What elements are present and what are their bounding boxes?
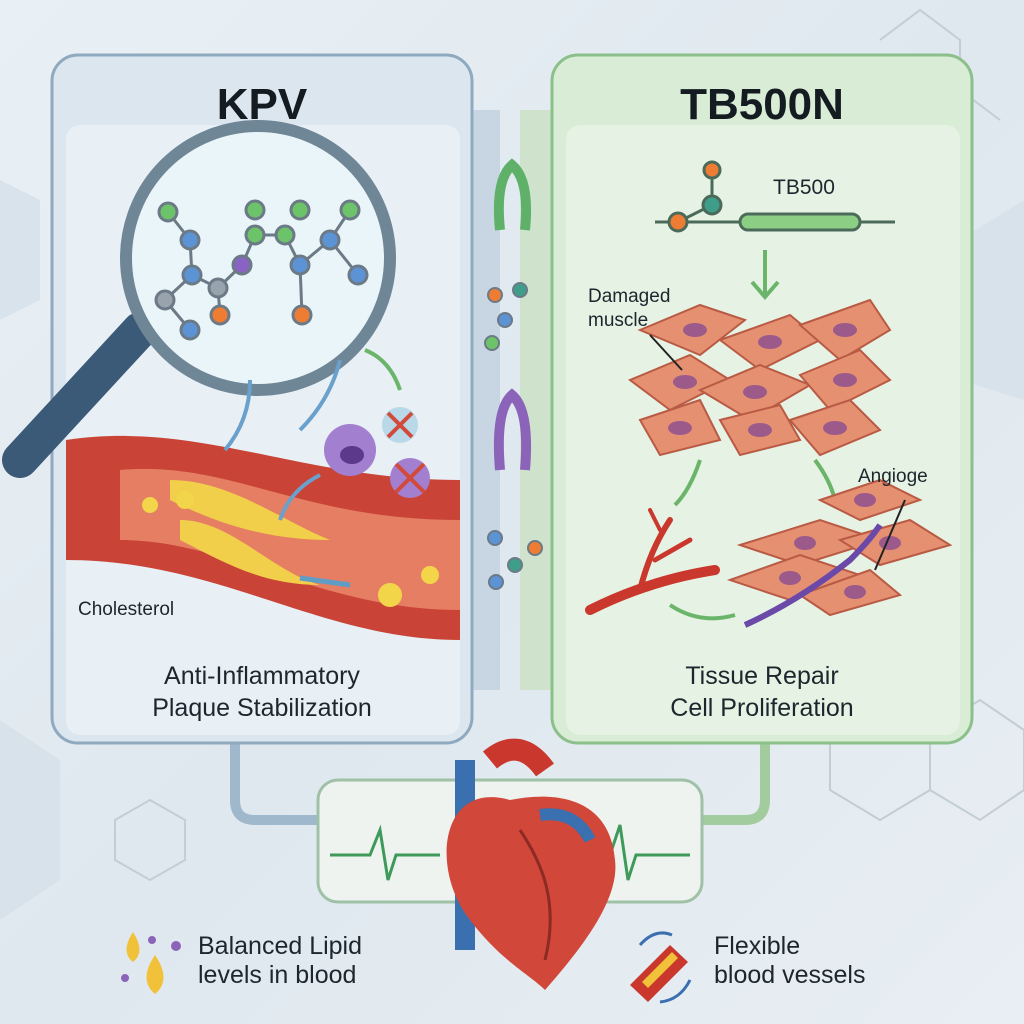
arrow-icon xyxy=(298,359,342,432)
damaged-label-line1: Damaged xyxy=(588,286,671,307)
proliferating-cells xyxy=(726,478,953,628)
artery xyxy=(66,435,460,640)
awareness-ribbon-icon xyxy=(493,158,532,471)
tb500-label: TB500 xyxy=(773,176,835,199)
vessel-legend-line1: Flexible xyxy=(714,932,801,960)
damaged-muscle-cells xyxy=(628,298,892,457)
kpv-caption-line1: Anti-Inflammatory xyxy=(164,662,360,690)
heart-icon xyxy=(446,738,616,990)
down-arrow-icon xyxy=(750,250,780,301)
lipid-legend-line1: Balanced Lipid xyxy=(198,932,363,960)
angiogenesis-pointer xyxy=(874,499,906,571)
blood-vessel-branch xyxy=(585,508,720,615)
arrow-icon xyxy=(278,473,321,521)
right-connector xyxy=(702,742,770,825)
center-molecule-icon xyxy=(484,282,543,590)
blood-vessel-icon xyxy=(630,931,692,1004)
background-hexagons xyxy=(0,180,1024,920)
x-mark-icon xyxy=(394,462,426,494)
lipid-droplet-icon xyxy=(121,932,181,994)
tb500n-caption-line2: Cell Proliferation xyxy=(670,694,854,722)
kpv-title: KPV xyxy=(216,80,308,129)
tb500n-caption-line1: Tissue Repair xyxy=(685,662,839,690)
angiogenesis-label: Angioge xyxy=(858,466,928,487)
damaged-pointer xyxy=(649,334,683,371)
damaged-label-line2: muscle xyxy=(588,310,649,331)
tb500n-title: TB500N xyxy=(680,80,844,129)
inflammatory-cells xyxy=(223,348,430,521)
magnifying-glass-icon xyxy=(2,120,396,478)
kpv-caption-line2: Plaque Stabilization xyxy=(152,694,372,722)
plaque xyxy=(170,480,330,540)
tb500-molecule-icon xyxy=(655,160,895,233)
arrow-icon xyxy=(223,379,252,452)
x-mark-icon xyxy=(386,411,414,439)
cholesterol-label: Cholesterol xyxy=(78,599,175,620)
arrow-icon xyxy=(364,348,402,391)
left-connector xyxy=(230,742,318,825)
ecg-line-icon xyxy=(330,824,440,881)
vessel-legend-line2: blood vessels xyxy=(714,961,866,989)
kpv-molecule-icon xyxy=(154,199,369,341)
lipid-legend-line2: levels in blood xyxy=(198,961,357,989)
